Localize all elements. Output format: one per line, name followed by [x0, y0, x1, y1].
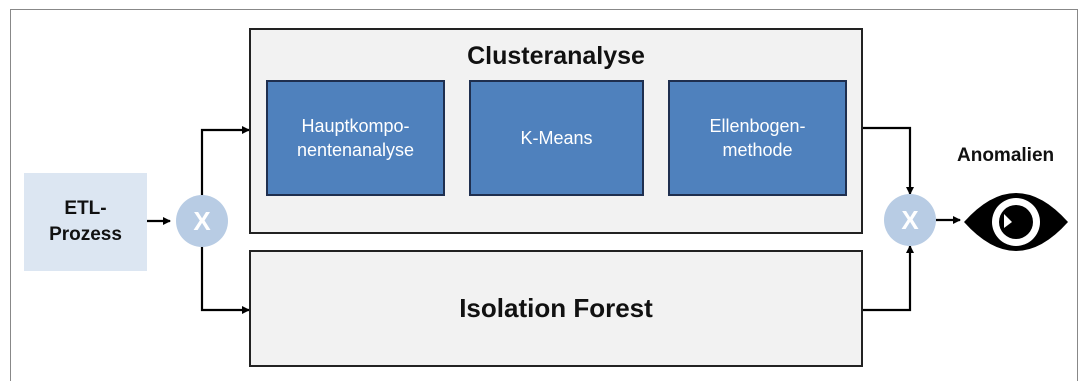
step-label: K-Means	[520, 128, 593, 148]
step-hauptkomponentenanalyse: Hauptkompo- nentenanalyse	[266, 80, 445, 196]
arrow-isolation-to-gate	[862, 245, 914, 312]
step-label: Ellenbogen- methode	[709, 116, 806, 160]
step-label: Hauptkompo- nentenanalyse	[296, 116, 415, 160]
step-ellenbogenmethode: Ellenbogen- methode	[668, 80, 847, 196]
clusteranalyse-title: Clusteranalyse	[467, 42, 645, 70]
figure-border	[10, 9, 1078, 381]
merge-gate-right-label: X	[901, 204, 919, 235]
isolation-forest-label: Isolation Forest	[459, 293, 653, 323]
arrow-gate-to-cluster	[200, 126, 250, 197]
merge-gate-left-label: X	[193, 205, 211, 236]
arrow-gate-to-isolation	[200, 245, 250, 314]
etl-process-label: ETL- Prozess	[49, 198, 122, 245]
arrow-cluster-to-gate	[862, 126, 914, 195]
isolation-forest-box: Isolation Forest	[249, 250, 863, 367]
merge-gate-left: X	[176, 195, 228, 247]
etl-process-box: ETL- Prozess	[24, 173, 147, 271]
eye-icon	[964, 193, 1068, 251]
anomalies-label: Anomalien	[957, 145, 1055, 166]
merge-gate-right: X	[884, 194, 936, 246]
step-k-means: K-Means	[469, 80, 644, 196]
